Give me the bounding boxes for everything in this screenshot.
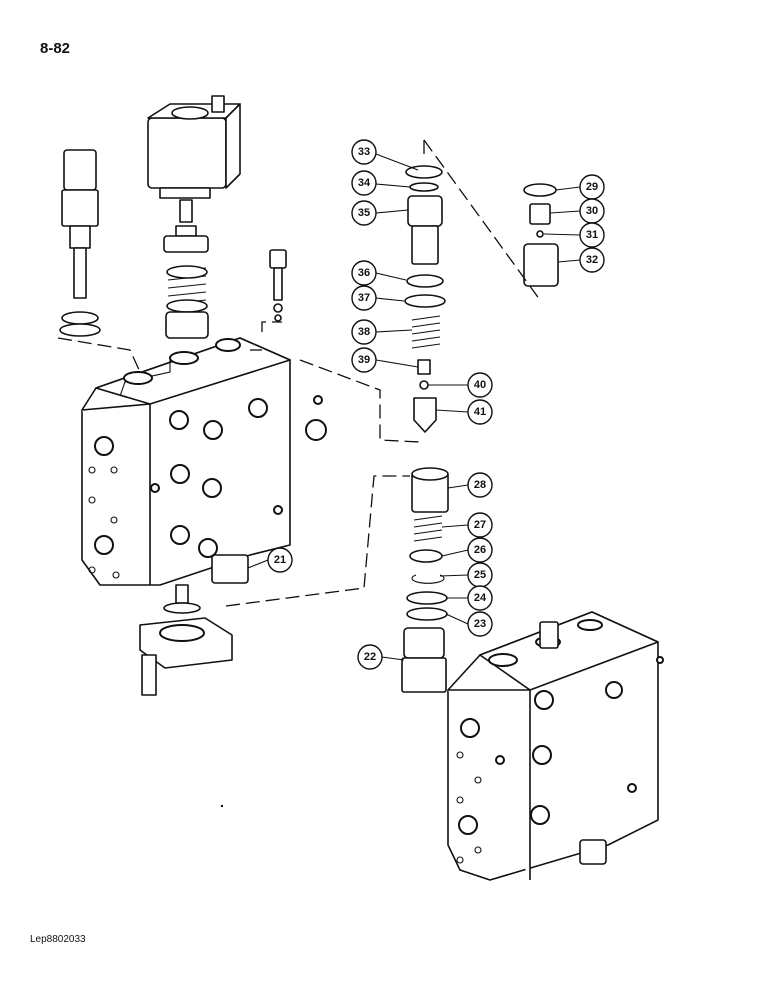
flange-assembly bbox=[139, 584, 233, 696]
callout-23: 23 bbox=[467, 611, 493, 637]
callout-36: 36 bbox=[351, 260, 377, 286]
page-number: 8-82 bbox=[40, 40, 71, 57]
callout-37: 37 bbox=[351, 285, 377, 311]
callout-25: 25 bbox=[467, 562, 493, 588]
svg-text:38: 38 bbox=[358, 326, 370, 338]
relief-valve-cartridge bbox=[59, 149, 101, 337]
callout-31: 31 bbox=[579, 222, 605, 248]
callout-33: 33 bbox=[351, 139, 377, 165]
callout-22: 22 bbox=[357, 644, 383, 670]
callout-30: 30 bbox=[579, 198, 605, 224]
callout-32: 32 bbox=[579, 247, 605, 273]
svg-text:24: 24 bbox=[474, 592, 487, 604]
svg-text:37: 37 bbox=[358, 292, 370, 304]
callout-21: 21 bbox=[267, 547, 293, 573]
svg-text:26: 26 bbox=[474, 544, 486, 556]
spring bbox=[166, 265, 208, 313]
center-parts bbox=[401, 165, 449, 693]
plug-assembly bbox=[269, 249, 287, 322]
svg-text:41: 41 bbox=[474, 406, 486, 418]
callout-24: 24 bbox=[467, 585, 493, 611]
svg-text:25: 25 bbox=[474, 569, 486, 581]
callout-34: 34 bbox=[351, 170, 377, 196]
callout-26: 26 bbox=[467, 537, 493, 563]
callout-38: 38 bbox=[351, 319, 377, 345]
callout-leaders bbox=[247, 153, 581, 661]
svg-text:35: 35 bbox=[358, 207, 370, 219]
valve-block-left bbox=[81, 337, 327, 586]
callout-41: 41 bbox=[467, 399, 493, 425]
upper-right-parts bbox=[523, 183, 559, 287]
callout-40: 40 bbox=[467, 372, 493, 398]
svg-text:29: 29 bbox=[586, 181, 598, 193]
svg-text:32: 32 bbox=[586, 254, 598, 266]
svg-text:22: 22 bbox=[364, 651, 376, 663]
speck bbox=[220, 804, 224, 808]
svg-text:28: 28 bbox=[474, 479, 486, 491]
svg-text:31: 31 bbox=[586, 229, 598, 241]
svg-text:36: 36 bbox=[358, 267, 370, 279]
svg-text:40: 40 bbox=[474, 379, 486, 391]
valve-block-right bbox=[447, 611, 664, 881]
svg-text:21: 21 bbox=[274, 554, 286, 566]
svg-text:23: 23 bbox=[474, 618, 486, 630]
svg-text:30: 30 bbox=[586, 205, 598, 217]
svg-text:34: 34 bbox=[358, 177, 371, 189]
callout-29: 29 bbox=[579, 174, 605, 200]
assembly-lines bbox=[57, 139, 541, 607]
svg-text:39: 39 bbox=[358, 354, 370, 366]
solenoid-assembly bbox=[147, 95, 241, 339]
callout-35: 35 bbox=[351, 200, 377, 226]
drawing-reference: Lep8802033 bbox=[30, 934, 86, 945]
callout-28: 28 bbox=[467, 472, 493, 498]
callout-39: 39 bbox=[351, 347, 377, 373]
svg-text:33: 33 bbox=[358, 146, 370, 158]
callout-27: 27 bbox=[467, 512, 493, 538]
svg-text:27: 27 bbox=[474, 519, 486, 531]
